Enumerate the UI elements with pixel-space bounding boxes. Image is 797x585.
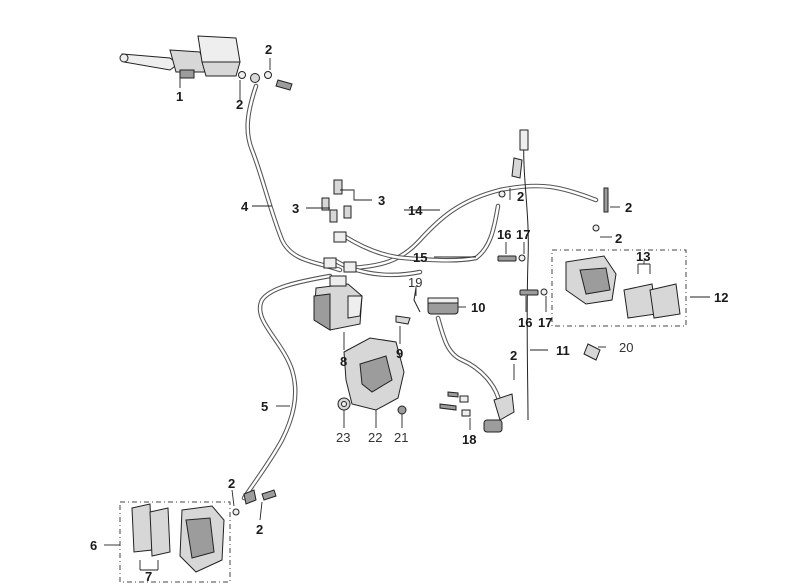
- bolt-21: [397, 405, 407, 415]
- callout-7: 7: [145, 569, 152, 584]
- callout-17: 17: [516, 227, 530, 242]
- callout-2: 2: [517, 189, 524, 204]
- callout-13: 13: [636, 249, 650, 264]
- rear-caliper-group: [551, 249, 687, 327]
- rear-caliper-bolts: [497, 187, 609, 296]
- abs-cover: [343, 337, 405, 411]
- callout-3: 3: [378, 193, 385, 208]
- banjo-bolt-washers-top: [238, 71, 293, 91]
- callout-11: 11: [556, 343, 570, 358]
- callout-19: 19: [408, 275, 422, 290]
- leader-lines: [104, 58, 710, 571]
- callout-16: 16: [518, 315, 532, 330]
- callout-2: 2: [510, 348, 517, 363]
- front-brake-hose-lower: [241, 273, 333, 501]
- callout-1: 1: [176, 89, 183, 104]
- bleeder-valve: [583, 343, 601, 361]
- rear-master-cylinder: [439, 391, 515, 433]
- callout-8: 8: [340, 354, 347, 369]
- nut-23: [337, 397, 351, 411]
- callout-14: 14: [408, 203, 423, 218]
- brake-pipe-15b: [331, 257, 423, 278]
- callout-17: 17: [538, 315, 552, 330]
- callout-20: 20: [619, 340, 633, 355]
- front-caliper-group: [119, 489, 277, 583]
- callout-18: 18: [462, 432, 476, 447]
- callout-15: 15: [413, 250, 427, 265]
- callout-16: 16: [497, 227, 511, 242]
- speed-sensor-cable: [511, 129, 529, 421]
- callout-3: 3: [292, 201, 299, 216]
- abs-mounting-bolts: [321, 179, 357, 273]
- rear-reservoir-hose: [435, 315, 503, 407]
- brake-hose-14: [349, 183, 599, 271]
- callout-23: 23: [336, 430, 350, 445]
- callout-2: 2: [228, 476, 235, 491]
- callout-4: 4: [241, 199, 249, 214]
- callout-2: 2: [256, 522, 263, 537]
- callout-2: 2: [265, 42, 272, 57]
- callout-10: 10: [471, 300, 485, 315]
- brake-pipe-15: [341, 203, 501, 263]
- abs-modulator: [313, 275, 363, 331]
- callout-6: 6: [90, 538, 97, 553]
- callout-2: 2: [615, 231, 622, 246]
- callout-22: 22: [368, 430, 382, 445]
- callout-5: 5: [261, 399, 268, 414]
- callout-2: 2: [625, 200, 632, 215]
- rear-reservoir: [395, 287, 459, 325]
- callout-21: 21: [394, 430, 408, 445]
- callout-12: 12: [714, 290, 728, 305]
- front-brake-hose-upper: [245, 83, 343, 273]
- callout-9: 9: [396, 346, 403, 361]
- callout-2: 2: [236, 97, 243, 112]
- callout-labels: 1 2 2 2 2 2 2 2 2 3 3 4 5 6 7 8 9 10 11 …: [90, 42, 728, 584]
- front-master-cylinder: [119, 35, 241, 79]
